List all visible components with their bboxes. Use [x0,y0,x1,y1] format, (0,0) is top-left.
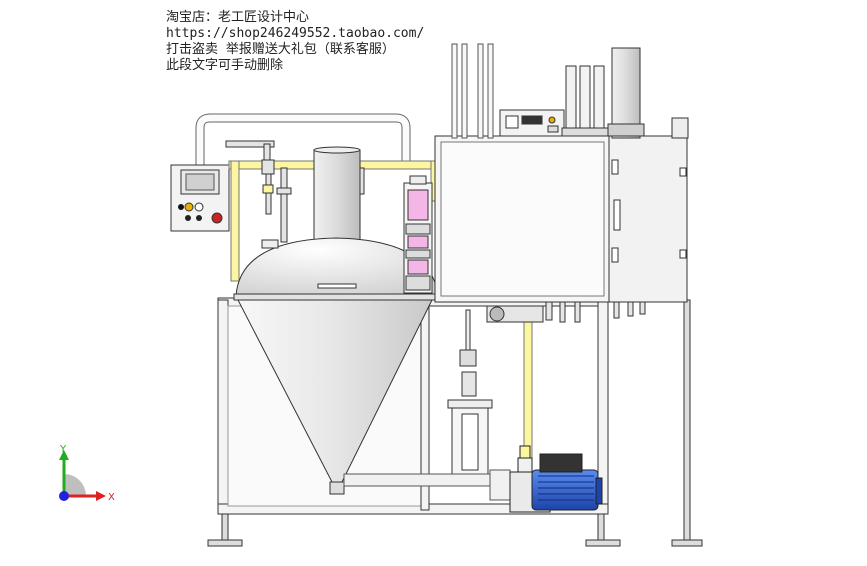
separator-tank [233,146,441,495]
watermark-line-shop: 淘宝店：老工匠设计中心 [166,10,310,25]
sight-column [403,175,433,294]
watermark-line-remove: 此段文字可手动删除 [166,58,284,73]
y-axis-label: Y [59,444,67,455]
coordinate-triad-icon: Y X [59,444,115,503]
vent-pipes [451,43,494,139]
watermark-line-url: https://shop246249552.taobao.com/ [166,26,425,41]
control-box [170,164,230,232]
valves [225,140,365,243]
frame-feet [207,299,703,547]
x-axis-label: X [108,492,115,503]
triad-plane [64,474,86,496]
x-axis-arrowhead [96,491,106,501]
flow-meter [447,309,493,487]
watermark-text: 淘宝店：老工匠设计中心 https://shop246249552.taobao… [166,10,424,74]
top-instruments [499,47,689,139]
y-axis-arrowhead [59,450,69,460]
main-cabinet [434,135,688,303]
cabinet-outlets [486,301,646,323]
watermark-line-notice: 打击盗卖 举报赠送大礼包（联系客服） [166,42,395,57]
bottom-pipe [343,469,511,501]
top-pipe-loop [195,113,411,168]
z-axis-dot [59,491,69,501]
pump-motor [509,445,603,513]
